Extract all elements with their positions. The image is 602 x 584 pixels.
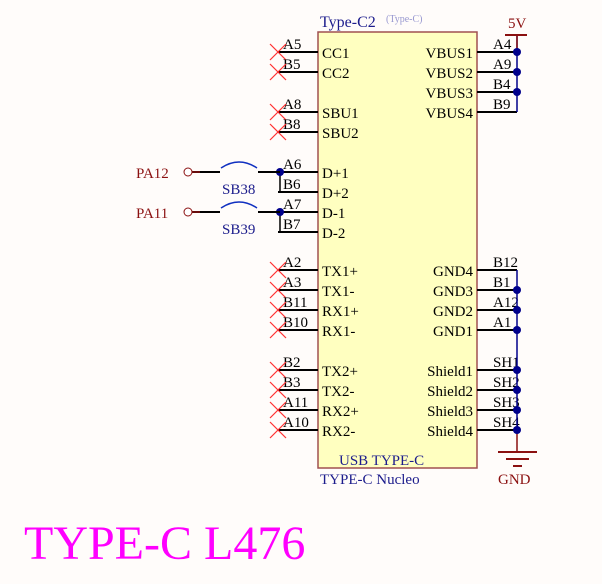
pin-name-sbu2: SBU2 bbox=[322, 126, 359, 142]
no-connect-icon bbox=[269, 103, 287, 121]
pin-number-a5: A5 bbox=[283, 37, 301, 53]
component-comment: (Type-C) bbox=[386, 14, 423, 25]
solder-bridge-icon bbox=[220, 201, 258, 209]
solder-bridge-icon bbox=[220, 161, 258, 169]
no-connect-icon bbox=[269, 261, 287, 279]
pin-number-b9: B9 bbox=[493, 97, 511, 113]
pin-name-cc2: CC2 bbox=[322, 66, 350, 82]
pin-name-tx2+: TX2+ bbox=[322, 364, 358, 380]
port-pa11: PA11 bbox=[136, 206, 168, 222]
junction-dot bbox=[513, 306, 521, 314]
pin-name-shield2: Shield2 bbox=[427, 384, 473, 400]
component-value: USB TYPE-C bbox=[339, 453, 424, 469]
pin-number-a2: A2 bbox=[283, 255, 301, 271]
pin-name-sbu1: SBU1 bbox=[322, 106, 359, 122]
pin-name-shield1: Shield1 bbox=[427, 364, 473, 380]
junction-dot bbox=[513, 88, 521, 96]
pin-name-shield4: Shield4 bbox=[427, 424, 473, 440]
net-wire bbox=[279, 172, 318, 193]
power-label-5v: 5V bbox=[508, 16, 527, 32]
pin-name-d+2: D+2 bbox=[322, 186, 349, 202]
pin-number-b3: B3 bbox=[283, 375, 301, 391]
pin-name-tx2-: TX2- bbox=[322, 384, 355, 400]
junction-dot bbox=[513, 68, 521, 76]
port-pa12: PA12 bbox=[136, 166, 169, 182]
pin-name-rx2+: RX2+ bbox=[322, 404, 359, 420]
pin-name-vbus3: VBUS3 bbox=[425, 86, 473, 102]
pin-number-b4: B4 bbox=[493, 77, 511, 93]
pin-number-b1: B1 bbox=[493, 275, 511, 291]
pin-number-sh1: SH1 bbox=[493, 355, 520, 371]
pin-number-b6: B6 bbox=[283, 177, 301, 193]
pin-name-cc1: CC1 bbox=[322, 46, 350, 62]
pin-number-a10: A10 bbox=[283, 415, 309, 431]
pin-number-a3: A3 bbox=[283, 275, 301, 291]
pin-number-b12: B12 bbox=[493, 255, 518, 271]
junction-dot bbox=[513, 366, 521, 374]
pin-name-gnd3: GND3 bbox=[433, 284, 473, 300]
junction-dot bbox=[513, 426, 521, 434]
no-connect-icon bbox=[269, 63, 287, 81]
port-icon bbox=[183, 207, 193, 217]
port-icon bbox=[183, 167, 193, 177]
pin-number-a12: A12 bbox=[493, 295, 519, 311]
pin-name-tx1-: TX1- bbox=[322, 284, 355, 300]
pin-name-gnd4: GND4 bbox=[433, 264, 473, 280]
sheet-title: TYPE-C L476 bbox=[24, 517, 306, 570]
pin-number-a11: A11 bbox=[283, 395, 308, 411]
pin-number-a9: A9 bbox=[493, 57, 511, 73]
pin-name-gnd2: GND2 bbox=[433, 304, 473, 320]
pin-name-vbus1: VBUS1 bbox=[425, 46, 473, 62]
no-connect-icon bbox=[269, 301, 287, 319]
no-connect-icon bbox=[269, 421, 287, 439]
pin-number-a8: A8 bbox=[283, 97, 301, 113]
pin-name-d-2: D-2 bbox=[322, 226, 345, 242]
pin-number-sh3: SH3 bbox=[493, 395, 520, 411]
junction-dot bbox=[513, 406, 521, 414]
jumper-sb39: SB39 bbox=[222, 222, 255, 238]
pin-name-rx1+: RX1+ bbox=[322, 304, 359, 320]
component-body[interactable] bbox=[317, 31, 478, 469]
net-wire bbox=[279, 212, 318, 233]
no-connect-icon bbox=[269, 123, 287, 141]
pin-name-vbus4: VBUS4 bbox=[425, 106, 473, 122]
pin-number-b8: B8 bbox=[283, 117, 301, 133]
pin-number-a7: A7 bbox=[283, 197, 302, 213]
no-connect-icon bbox=[269, 361, 287, 379]
pin-number-b10: B10 bbox=[283, 315, 308, 331]
jumper-sb38: SB38 bbox=[222, 182, 255, 198]
component-footprint: TYPE-C Nucleo bbox=[320, 472, 420, 488]
pin-name-vbus2: VBUS2 bbox=[425, 66, 473, 82]
pin-name-gnd1: GND1 bbox=[433, 324, 473, 340]
pin-number-a4: A4 bbox=[493, 37, 512, 53]
no-connect-icon bbox=[269, 401, 287, 419]
pin-name-d+1: D+1 bbox=[322, 166, 349, 182]
component-designator: Type-C2 bbox=[320, 14, 376, 31]
pin-name-shield3: Shield3 bbox=[427, 404, 473, 420]
pin-name-rx1-: RX1- bbox=[322, 324, 355, 340]
junction-dot bbox=[513, 286, 521, 294]
no-connect-icon bbox=[269, 381, 287, 399]
no-connect-icon bbox=[269, 281, 287, 299]
pin-number-b2: B2 bbox=[283, 355, 301, 371]
pin-name-tx1+: TX1+ bbox=[322, 264, 358, 280]
no-connect-icon bbox=[269, 321, 287, 339]
pin-number-a1: A1 bbox=[493, 315, 511, 331]
pin-number-b5: B5 bbox=[283, 57, 301, 73]
power-label-gnd: GND bbox=[498, 472, 531, 488]
pin-number-a6: A6 bbox=[283, 157, 302, 173]
pin-name-d-1: D-1 bbox=[322, 206, 345, 222]
pin-number-b11: B11 bbox=[283, 295, 307, 311]
junction-dot bbox=[513, 386, 521, 394]
pin-number-sh4: SH4 bbox=[493, 415, 520, 431]
pin-number-b7: B7 bbox=[283, 217, 301, 233]
pin-number-sh2: SH2 bbox=[493, 375, 520, 391]
no-connect-icon bbox=[269, 43, 287, 61]
junction-dot bbox=[513, 48, 521, 56]
pin-name-rx2-: RX2- bbox=[322, 424, 355, 440]
junction-dot bbox=[513, 326, 521, 334]
